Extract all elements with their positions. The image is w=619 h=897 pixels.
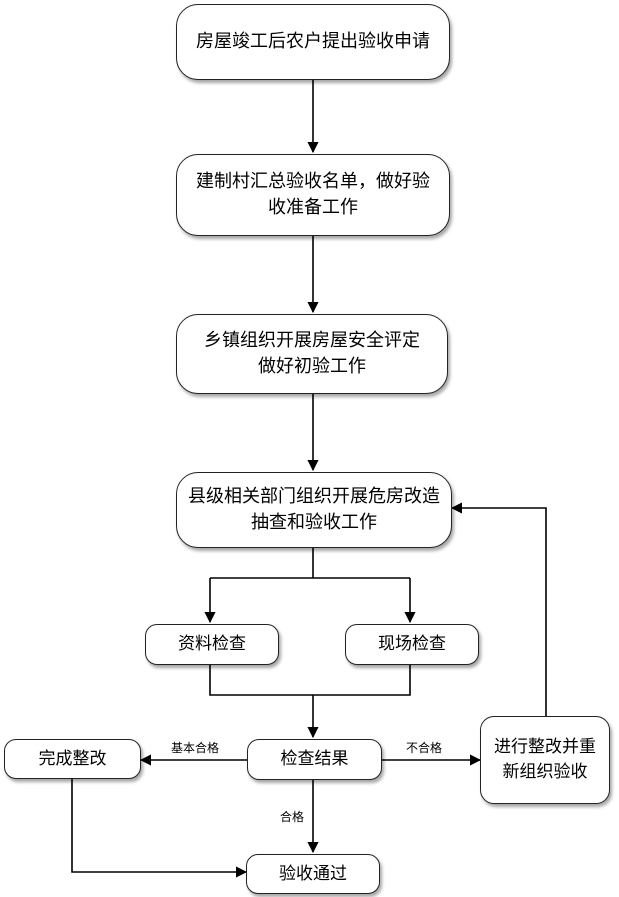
line-checks-merge <box>209 665 411 696</box>
edge-label-pass: 合格 <box>280 810 305 824</box>
node-result: 检查结果 <box>247 739 382 780</box>
node-apply: 房屋竣工后农户提出验收申请 <box>176 4 450 80</box>
node-rectify-recheck: 进行整改并重新组织验收 <box>480 716 610 804</box>
node-document-check: 资料检查 <box>145 624 279 665</box>
node-passed: 验收通过 <box>246 854 380 894</box>
edge-label-fail: 不合格 <box>406 741 443 755</box>
arrow-rectify-done-to-passed <box>71 779 248 878</box>
node-town-assess: 乡镇组织开展房屋安全评定做好初验工作 <box>176 314 448 394</box>
node-county-check: 县级相关部门组织开展危房改造抽查和验收工作 <box>176 472 452 548</box>
node-village-list: 建制村汇总验收名单，做好验收准备工作 <box>176 154 450 236</box>
arrow-recheck-to-county <box>450 502 547 716</box>
node-site-check: 现场检查 <box>345 624 479 665</box>
edge-label-basic-pass: 基本合格 <box>171 741 220 755</box>
node-rectify-done: 完成整改 <box>4 739 141 779</box>
